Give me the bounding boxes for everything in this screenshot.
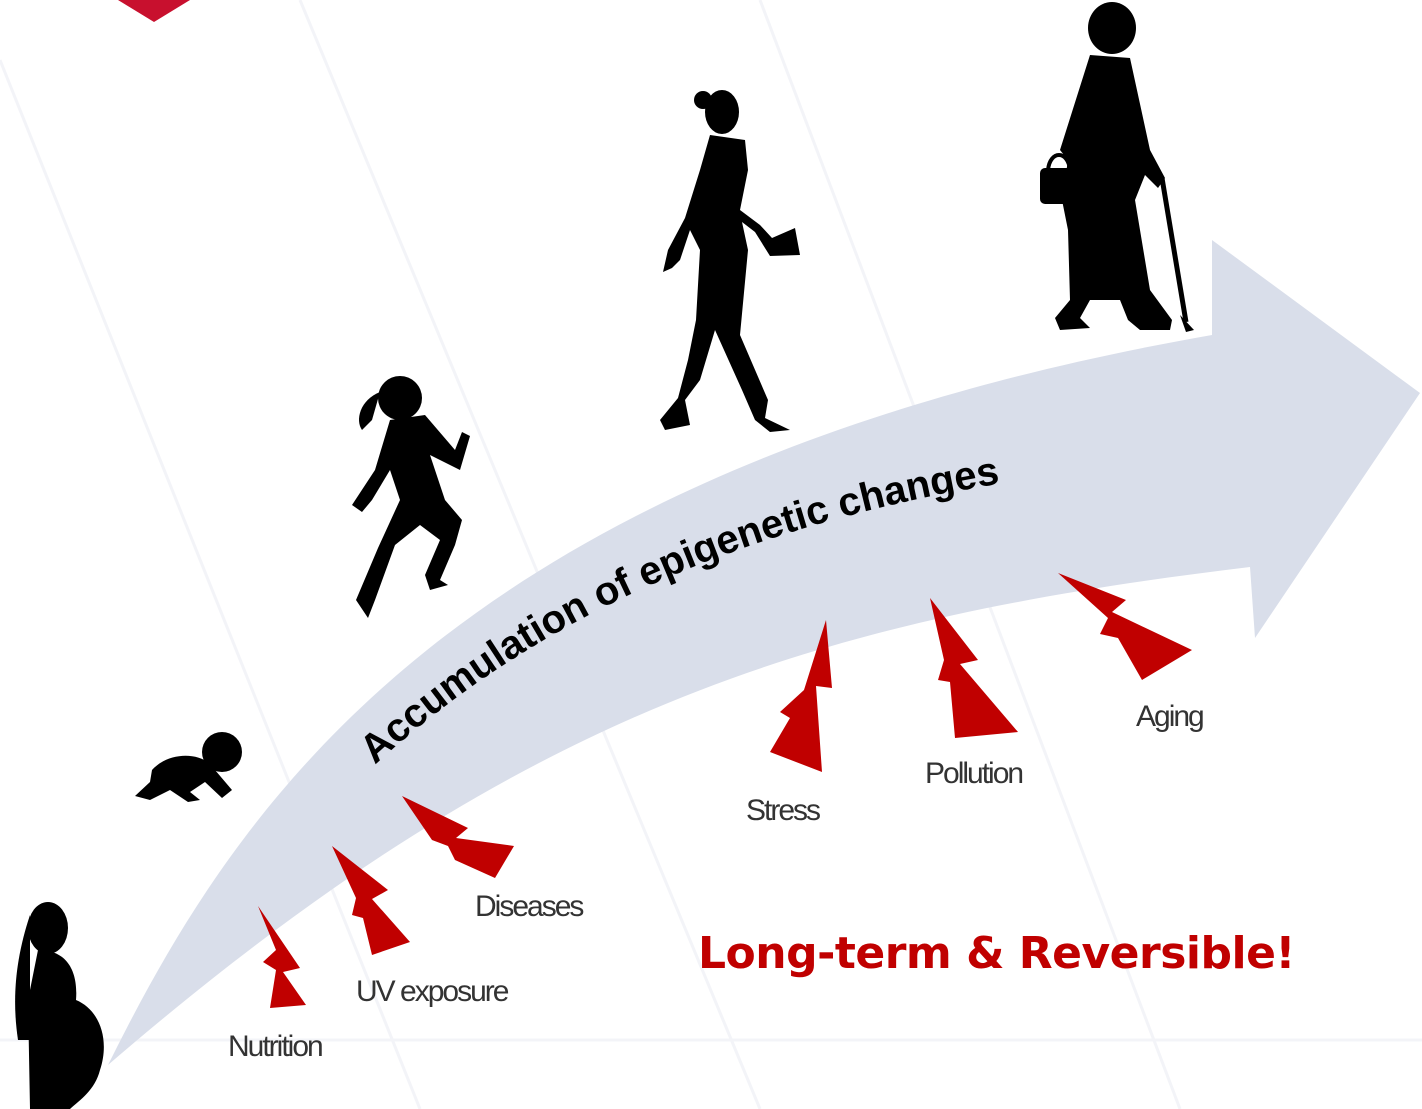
elderly-woman-icon [1040, 2, 1194, 332]
logo-corner-icon [118, 0, 190, 22]
factor-label-pollution: Pollution [925, 757, 1024, 790]
factor-label-nutrition: Nutrition [228, 1030, 324, 1063]
factor-label-uv-exposure: UV exposure [356, 975, 509, 1008]
factor-label-diseases: Diseases [475, 890, 584, 923]
lightning-bolts [258, 573, 1192, 1008]
tagline: Long-term & Reversible! [698, 928, 1295, 979]
stress-bolt-icon [770, 620, 832, 772]
pregnant-woman-icon [15, 902, 104, 1109]
walking-woman-icon [660, 90, 800, 432]
nutrition-bolt-icon [258, 906, 306, 1008]
timeline-arrow [108, 240, 1420, 1065]
diseases-bolt-icon [402, 796, 514, 878]
running-child-icon [352, 376, 470, 618]
crawling-baby-icon [135, 732, 242, 802]
uv-exposure-bolt-icon [332, 846, 410, 955]
pollution-bolt-icon [930, 598, 1018, 738]
aging-bolt-icon [1058, 573, 1192, 680]
factor-label-stress: Stress [746, 794, 821, 827]
factor-label-aging: Aging [1136, 700, 1205, 733]
